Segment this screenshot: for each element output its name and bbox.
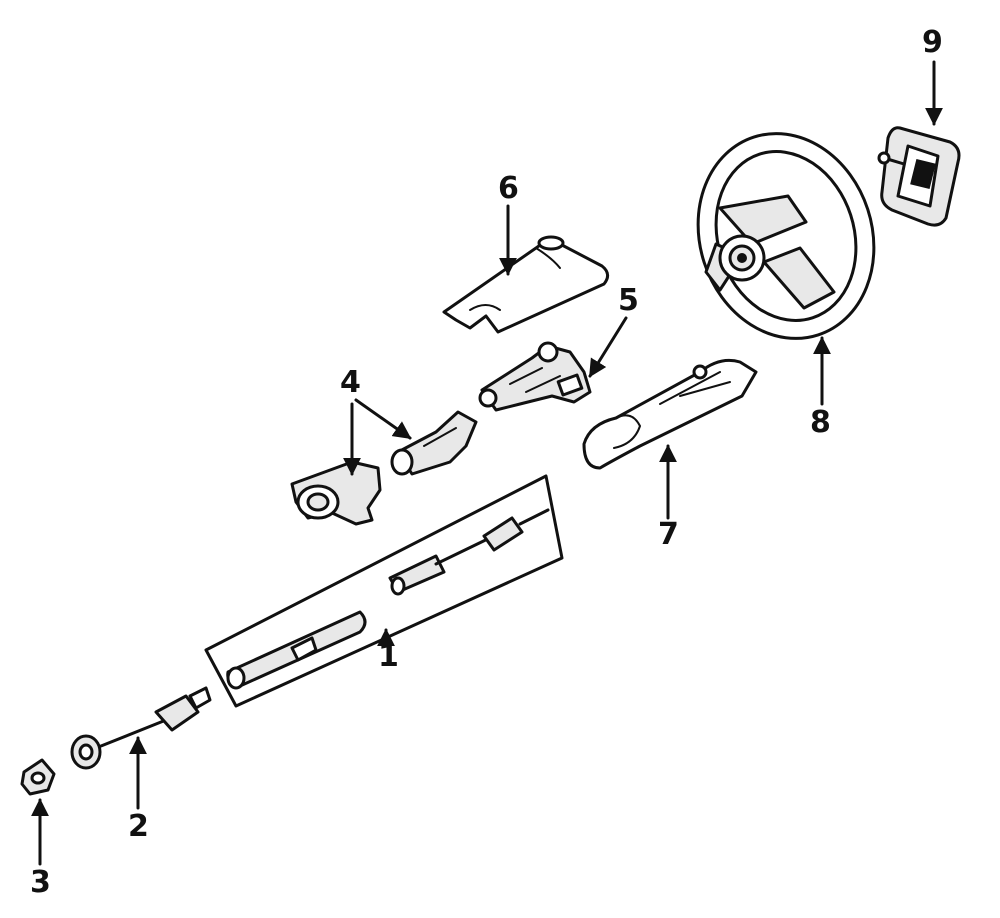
- callout-8: 8: [810, 336, 831, 440]
- callout-6-label: 6: [498, 171, 519, 206]
- part-9-horn-pad: [877, 126, 961, 227]
- callout-5: 5: [588, 283, 639, 378]
- callout-3: 3: [30, 798, 51, 900]
- part-2-intermediate-shaft: [70, 686, 212, 770]
- part-7-lower-shroud: [582, 358, 758, 470]
- callout-4: 4: [340, 365, 412, 476]
- part-4-column-jacket: [290, 410, 478, 526]
- part-8-steering-wheel: [696, 132, 876, 340]
- callout-2-label: 2: [128, 809, 149, 844]
- callout-3-label: 3: [30, 865, 51, 900]
- callout-7: 7: [658, 444, 679, 552]
- callout-9-label: 9: [922, 25, 943, 60]
- part-1-steering-shaft-kit: [204, 474, 564, 708]
- callout-8-label: 8: [810, 405, 831, 440]
- callout-9: 9: [922, 25, 943, 126]
- part-5-lock-housing: [478, 341, 592, 412]
- callout-1-label: 1: [378, 639, 399, 674]
- part-6-upper-shroud: [442, 235, 609, 334]
- callout-6: 6: [498, 171, 519, 276]
- callout-7-label: 7: [658, 517, 679, 552]
- part-3-coupling: [20, 758, 56, 796]
- callout-2: 2: [128, 736, 149, 844]
- callout-4-label: 4: [340, 365, 361, 400]
- callout-5-label: 5: [618, 283, 639, 318]
- callout-1: 1: [377, 628, 399, 674]
